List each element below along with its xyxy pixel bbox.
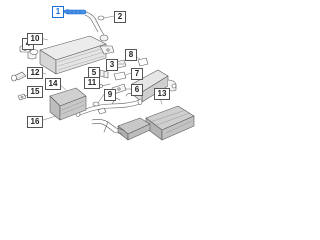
part-12-heat-shield[interactable] (49, 87, 87, 121)
callout-15[interactable]: 15 (27, 86, 43, 98)
tail-pipe-upper (84, 11, 109, 42)
callout-12[interactable]: 12 (27, 67, 43, 79)
part-3-hanger-bracket[interactable] (99, 45, 115, 55)
part-16-nut[interactable] (17, 93, 27, 101)
front-pipe (91, 119, 125, 135)
part-2-gasket[interactable] (97, 15, 105, 21)
callout-7[interactable]: 7 (131, 68, 143, 80)
callout-14[interactable]: 14 (45, 78, 61, 90)
part-5-bolt[interactable] (99, 69, 109, 79)
part-14-isolator[interactable] (97, 107, 107, 115)
part-7-hanger[interactable] (113, 71, 127, 81)
muffler (27, 35, 107, 75)
callout-2[interactable]: 2 (114, 11, 126, 23)
callout-10[interactable]: 10 (27, 33, 43, 45)
callout-16[interactable]: 16 (27, 116, 43, 128)
part-11-stud[interactable] (99, 83, 111, 88)
callout-13[interactable]: 13 (154, 88, 170, 100)
part-8-clamp[interactable] (137, 57, 149, 67)
callout-1[interactable]: 1 (52, 6, 64, 18)
part-9-gasket[interactable] (92, 101, 100, 107)
callout-8[interactable]: 8 (125, 49, 137, 61)
callout-6[interactable]: 6 (131, 84, 143, 96)
callout-11[interactable]: 11 (84, 77, 100, 89)
callout-9[interactable]: 9 (104, 89, 116, 101)
part-15-bolt[interactable] (11, 71, 27, 82)
part-13-heat-shield[interactable] (145, 105, 195, 141)
lower-heat-shield (117, 117, 151, 141)
callout-3[interactable]: 3 (106, 59, 118, 71)
part-1-tail-pipe[interactable] (63, 9, 87, 15)
